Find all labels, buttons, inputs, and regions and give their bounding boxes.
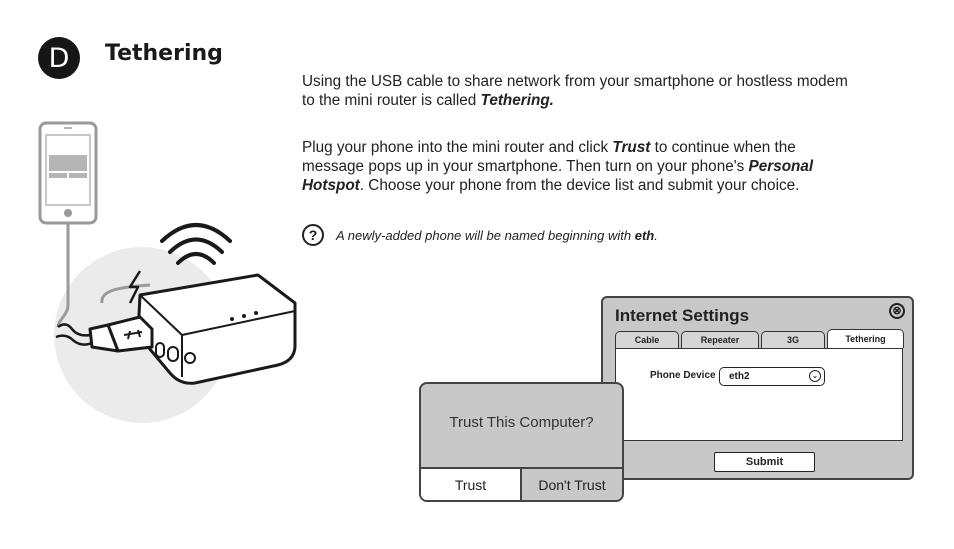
usb-plug-icon bbox=[55, 315, 154, 353]
trust-button[interactable]: Trust bbox=[421, 469, 520, 500]
phone-device-select[interactable]: eth2 ⌄ bbox=[719, 367, 825, 386]
question-icon: ? bbox=[302, 224, 324, 246]
chevron-down-icon: ⌄ bbox=[809, 370, 821, 382]
instr-text-1: Plug your phone into the mini router and… bbox=[302, 139, 613, 156]
phone-device-value: eth2 bbox=[729, 371, 750, 382]
tab-cable[interactable]: Cable bbox=[615, 331, 679, 348]
step-badge: D bbox=[38, 37, 80, 79]
tethering-term: Tethering. bbox=[480, 92, 554, 109]
step-letter: D bbox=[48, 42, 70, 74]
phone-router-illustration bbox=[38, 121, 297, 423]
internet-settings-window: Internet Settings ⊗ Cable Repeater 3G Te… bbox=[601, 296, 914, 480]
instr-text-2: to continue when the message pops up in … bbox=[302, 139, 796, 175]
note: ? A newly-added phone will be named begi… bbox=[302, 224, 658, 246]
step-title: Tethering bbox=[105, 41, 223, 66]
intro-text: Using the USB cable to share network fro… bbox=[302, 73, 848, 109]
note-eth: eth bbox=[634, 227, 655, 243]
tethering-panel: Phone Device eth2 ⌄ bbox=[615, 348, 903, 441]
smartphone-icon bbox=[38, 121, 98, 225]
note-text: A newly-added phone will be named beginn… bbox=[336, 228, 658, 243]
lightning-icon bbox=[128, 270, 142, 304]
trust-dialog: Trust This Computer? Trust Don't Trust bbox=[419, 382, 624, 502]
note-end: . bbox=[654, 227, 658, 243]
trust-question: Trust This Computer? bbox=[449, 414, 594, 431]
trust-buttons: Trust Don't Trust bbox=[421, 467, 622, 500]
instr-text-3: . Choose your phone from the device list… bbox=[359, 177, 800, 194]
close-icon[interactable]: ⊗ bbox=[889, 303, 905, 319]
tab-tethering[interactable]: Tethering bbox=[827, 329, 904, 348]
tab-3g[interactable]: 3G bbox=[761, 331, 825, 348]
dont-trust-button[interactable]: Don't Trust bbox=[520, 469, 622, 500]
tab-bar: Cable Repeater 3G Tethering bbox=[615, 329, 906, 348]
phone-device-label: Phone Device bbox=[650, 370, 716, 381]
instructions-paragraph: Plug your phone into the mini router and… bbox=[302, 138, 862, 195]
router-icon bbox=[136, 273, 297, 385]
wifi-icon bbox=[160, 223, 232, 265]
hotspot-term: Personal Hotspot bbox=[302, 158, 814, 194]
submit-button[interactable]: Submit bbox=[714, 452, 815, 472]
note-body: A newly-added phone will be named beginn… bbox=[336, 227, 635, 243]
trust-term: Trust bbox=[612, 139, 651, 156]
intro-paragraph: Using the USB cable to share network fro… bbox=[302, 72, 862, 110]
window-title: Internet Settings bbox=[615, 306, 750, 325]
tab-repeater[interactable]: Repeater bbox=[681, 331, 759, 348]
